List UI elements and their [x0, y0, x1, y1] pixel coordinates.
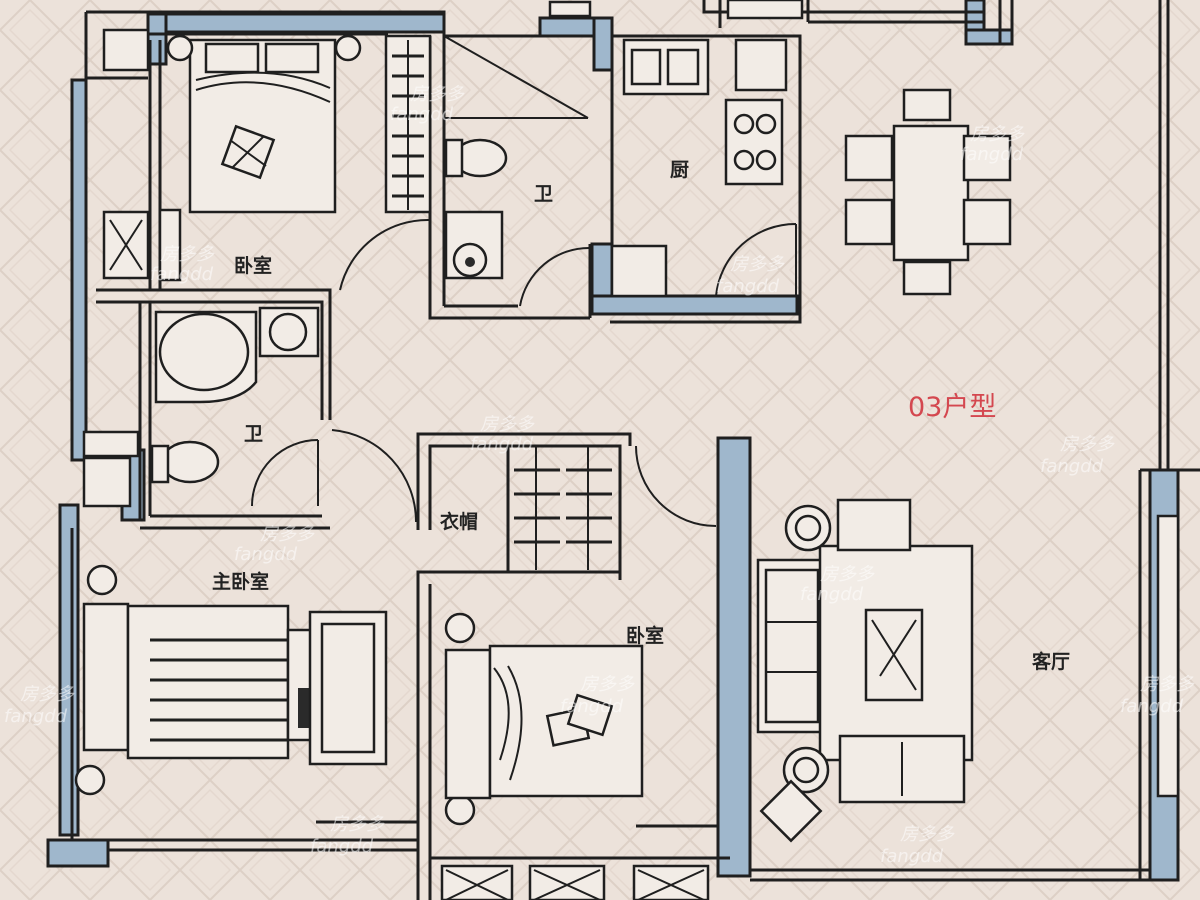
bathroom-mid-fixtures	[82, 306, 320, 508]
watermark-brand: 房多多	[480, 414, 535, 435]
watermark-brand: 房多多	[330, 814, 385, 835]
watermarks: 房多多 fangdd 房多多 fangdd 房多多 fangdd 房多多 fan…	[4, 84, 1195, 867]
watermark-text: fangdd	[310, 836, 374, 857]
master-bedroom-furniture	[74, 564, 388, 796]
watermark-brand: 房多多	[580, 674, 635, 695]
watermark-brand: 房多多	[730, 254, 785, 275]
room-label-dining: 餐厅	[916, 178, 954, 201]
watermark-brand: 房多多	[820, 564, 875, 585]
watermark-text: fangdd	[1120, 696, 1184, 717]
kitchen-fixtures	[610, 38, 788, 298]
watermark-text: fangdd	[234, 544, 298, 565]
bedroom-top-furniture	[102, 28, 432, 282]
room-label-kitchen: 厨	[670, 159, 689, 181]
watermark-brand: 房多多	[970, 124, 1025, 145]
closet-hangers	[514, 446, 612, 570]
watermark-brand: 房多多	[410, 84, 465, 105]
watermark-text: fangdd	[560, 696, 624, 717]
living-room-furniture	[756, 498, 974, 843]
watermark-text: fangdd	[4, 706, 68, 727]
room-label-bedroom-bottom: 卧室	[626, 624, 664, 647]
watermark-text: fangdd	[880, 846, 944, 867]
watermark-brand: 房多多	[260, 524, 315, 545]
room-label-bathroom-mid: 卫	[244, 423, 263, 445]
watermark-brand: 房多多	[160, 244, 215, 265]
watermark-brand: 房多多	[900, 824, 955, 845]
watermark-brand: 房多多	[20, 684, 75, 705]
room-label-bedroom-top: 卧室	[234, 254, 272, 277]
watermark-text: fangdd	[390, 104, 454, 125]
wardrobe-hangers	[392, 40, 424, 210]
dining-table	[844, 88, 1012, 296]
room-label-bathroom-top: 卫	[534, 183, 553, 205]
watermark-text: fangdd	[800, 584, 864, 605]
wall-lines	[70, 0, 1200, 900]
watermark-brand: 房多多	[1140, 674, 1195, 695]
room-label-closet: 衣帽	[440, 510, 478, 533]
watermark-text: fangdd	[716, 276, 780, 297]
room-label-living-room: 客厅	[1032, 650, 1070, 673]
bathroom-top-fixtures	[443, 35, 589, 280]
bottom-fixtures	[440, 0, 1180, 900]
bedroom-bottom-furniture	[444, 612, 644, 826]
plan-title: 03户型	[908, 392, 996, 423]
doors	[135, 218, 797, 621]
watermark-text: fangdd	[470, 434, 534, 455]
room-label-master-bedroom: 主卧室	[212, 570, 269, 593]
watermark-text: fangdd	[1040, 456, 1104, 477]
watermark-brand: 房多多	[1060, 434, 1115, 455]
watermark-text: fangdd	[960, 144, 1024, 165]
watermark-text: fangdd	[150, 264, 214, 285]
